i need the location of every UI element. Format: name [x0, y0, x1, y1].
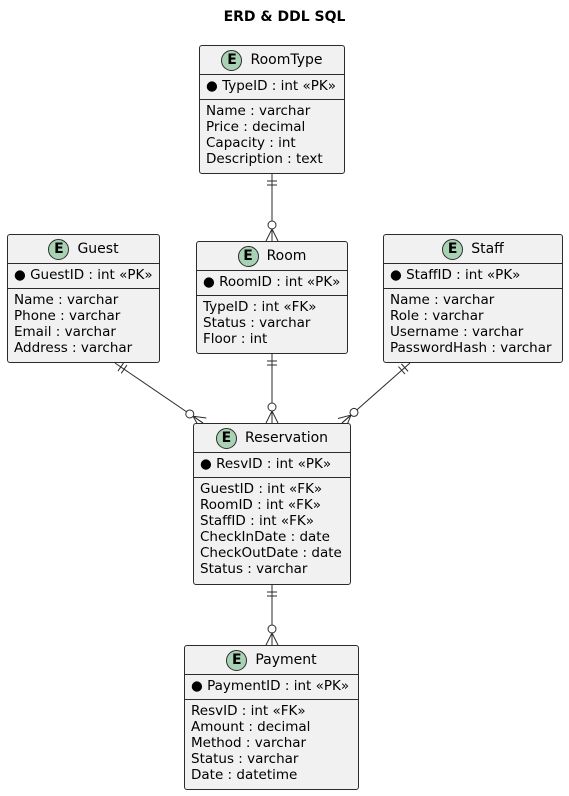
- primary-key-section: ● ResvID : int «PK»: [194, 452, 350, 475]
- attribute-list: Name : varchar Role : varchar Username :…: [384, 289, 562, 359]
- rel-staff-reservation-one-bar: [401, 363, 409, 372]
- separator: [194, 477, 350, 478]
- separator: [197, 295, 347, 296]
- attribute: Price : decimal: [206, 119, 306, 135]
- entity-payment[interactable]: E Payment ● PaymentID : int «PK» ResvID …: [184, 645, 359, 790]
- attribute: Address : varchar: [14, 340, 133, 356]
- attribute: ResvID : int «FK»: [191, 703, 306, 719]
- primary-key-section: ● StaffID : int «PK»: [384, 263, 562, 286]
- rel-guest-reservation-crowfoot-line: [192, 415, 204, 424]
- attribute: Email : varchar: [14, 324, 116, 340]
- entity-reservation[interactable]: E Reservation ● ResvID : int «PK» GuestI…: [193, 423, 351, 585]
- primary-key-field: ● StaffID : int «PK»: [390, 267, 521, 283]
- attribute-list: GuestID : int «FK» RoomID : int «FK» Sta…: [194, 478, 350, 580]
- attribute: Date : datetime: [191, 767, 298, 783]
- rel-reservation-payment-crowfoot-line: [265, 632, 273, 646]
- attribute: Description : text: [206, 151, 323, 167]
- entity-name: Payment: [255, 652, 317, 668]
- entity-header: E Payment: [185, 646, 358, 674]
- attribute: Capacity : int: [206, 135, 296, 151]
- diagram-title: ERD & DDL SQL: [223, 9, 346, 25]
- entity-name: Staff: [471, 241, 504, 257]
- primary-key-section: ● GuestID : int «PK»: [8, 263, 159, 286]
- entity-e-icon: E: [226, 649, 248, 671]
- rel-roomtype-room-crowfoot-line: [265, 228, 273, 242]
- rel-roomtype-room-zero-circle: [267, 220, 277, 230]
- attribute: Name : varchar: [14, 292, 119, 308]
- rel-room-reservation-zero-circle: [267, 402, 277, 412]
- rel-staff-reservation-crowfoot-line: [341, 414, 352, 424]
- entity-header: E RoomType: [200, 46, 344, 74]
- primary-key-field: ● GuestID : int «PK»: [14, 267, 153, 283]
- entity-e-icon: E: [442, 238, 464, 260]
- rel-guest-reservation-crowfoot-line: [193, 415, 207, 419]
- attribute: Method : varchar: [191, 735, 307, 751]
- entity-header: E Guest: [8, 235, 159, 263]
- rel-staff-reservation-crowfoot-line: [337, 414, 352, 419]
- attribute: Role : varchar: [390, 308, 484, 324]
- rel-staff-reservation-one-bar: [398, 366, 406, 375]
- rel-room-reservation-crowfoot-line: [265, 410, 273, 424]
- attribute: Status : varchar: [191, 751, 299, 767]
- entity-name: Guest: [77, 241, 119, 257]
- separator: [8, 288, 159, 289]
- attribute-list: Name : varchar Price : decimal Capacity …: [200, 100, 344, 170]
- attribute: Status : varchar: [200, 561, 308, 577]
- primary-key-section: ● RoomID : int «PK»: [197, 270, 347, 293]
- separator: [384, 288, 562, 289]
- primary-key-section: ● TypeID : int «PK»: [200, 74, 344, 97]
- rel-room-reservation-crowfoot-line: [271, 410, 279, 424]
- entity-e-icon: E: [48, 238, 70, 260]
- separator: [200, 99, 344, 100]
- attribute: Floor : int: [203, 331, 268, 347]
- entity-room[interactable]: E Room ● RoomID : int «PK» TypeID : int …: [196, 241, 348, 354]
- rel-roomtype-room-crowfoot-line: [271, 228, 279, 242]
- primary-key-field: ● TypeID : int «PK»: [206, 78, 336, 94]
- attribute: GuestID : int «FK»: [200, 481, 323, 497]
- entity-name: RoomType: [250, 52, 323, 68]
- primary-key-field: ● RoomID : int «PK»: [203, 274, 341, 290]
- entity-header: E Room: [197, 242, 347, 270]
- rel-staff-reservation-zero-circle: [349, 407, 359, 417]
- attribute-list: TypeID : int «FK» Status : varchar Floor…: [197, 296, 347, 350]
- attribute: CheckInDate : date: [200, 529, 330, 545]
- attribute: Phone : varchar: [14, 308, 121, 324]
- entity-name: Reservation: [244, 430, 329, 446]
- rel-guest-reservation-one-bar: [117, 362, 125, 372]
- attribute: RoomID : int «FK»: [200, 497, 321, 513]
- rel-reservation-payment-crowfoot-line: [271, 632, 279, 646]
- attribute-list: ResvID : int «FK» Amount : decimal Metho…: [185, 700, 358, 786]
- attribute: Name : varchar: [206, 103, 311, 119]
- entity-e-icon: E: [215, 427, 237, 449]
- primary-key-field: ● ResvID : int «PK»: [200, 456, 332, 472]
- rel-reservation-payment-zero-circle: [267, 624, 277, 634]
- entity-staff[interactable]: E Staff ● StaffID : int «PK» Name : varc…: [383, 234, 563, 363]
- rel-guest-reservation-one-bar: [120, 364, 128, 374]
- entity-header: E Staff: [384, 235, 562, 263]
- attribute: StaffID : int «FK»: [200, 513, 314, 529]
- primary-key-field: ● PaymentID : int «PK»: [191, 678, 350, 694]
- attribute: CheckOutDate : date: [200, 545, 342, 561]
- primary-key-section: ● PaymentID : int «PK»: [185, 674, 358, 697]
- entity-name: Room: [266, 248, 307, 264]
- attribute: TypeID : int «FK»: [203, 299, 317, 315]
- entity-e-icon: E: [221, 49, 243, 71]
- attribute: Name : varchar: [390, 292, 495, 308]
- attribute: Username : varchar: [390, 324, 524, 340]
- entity-e-icon: E: [237, 245, 259, 267]
- attribute: Status : varchar: [203, 315, 311, 331]
- entity-guest[interactable]: E Guest ● GuestID : int «PK» Name : varc…: [7, 234, 160, 363]
- attribute: Amount : decimal: [191, 719, 311, 735]
- attribute-list: Name : varchar Phone : varchar Email : v…: [8, 289, 159, 359]
- attribute: PasswordHash : varchar: [390, 340, 552, 356]
- rel-guest-reservation-zero-circle: [185, 409, 195, 419]
- entity-roomtype[interactable]: E RoomType ● TypeID : int «PK» Name : va…: [199, 45, 345, 174]
- separator: [185, 699, 358, 700]
- entity-header: E Reservation: [194, 424, 350, 452]
